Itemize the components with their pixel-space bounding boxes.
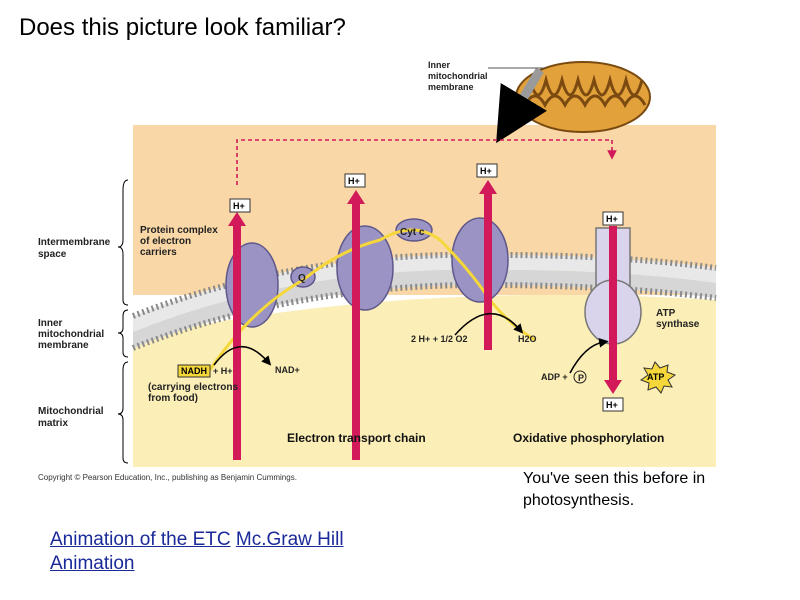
q-label: Q (298, 273, 306, 284)
water-label: H2O (518, 334, 537, 344)
animation-links: Animation of the ETC Mc.Graw Hill Animat… (50, 528, 390, 576)
oxphos-title: Oxidative phosphorylation (513, 431, 664, 445)
region-braces (118, 180, 128, 463)
nadh-label: NADH (181, 366, 207, 376)
etc-title: Electron transport chain (287, 431, 426, 445)
h-plus-5: H+ (606, 400, 618, 410)
adp-label: ADP + (541, 372, 568, 382)
h-plus-2: H+ (348, 176, 360, 186)
h-plus-3: H+ (480, 166, 492, 176)
plus-h-label: + H+ (213, 366, 233, 376)
oxygen-equation: 2 H+ + 1/2 O2 (411, 334, 468, 344)
cyt-c-label: Cyt c (400, 227, 425, 238)
pi-label: P (578, 373, 584, 383)
copyright-text: Copyright © Pearson Education, Inc., pub… (38, 473, 297, 482)
photosynthesis-caption: You've seen this before in photosynthesi… (523, 468, 783, 512)
nad-label: NAD+ (275, 365, 300, 375)
h-plus-1: H+ (233, 201, 245, 211)
h-plus-4: H+ (606, 214, 618, 224)
etc-animation-link[interactable]: Animation of the ETC (50, 529, 231, 550)
atp-label: ATP (647, 372, 664, 382)
